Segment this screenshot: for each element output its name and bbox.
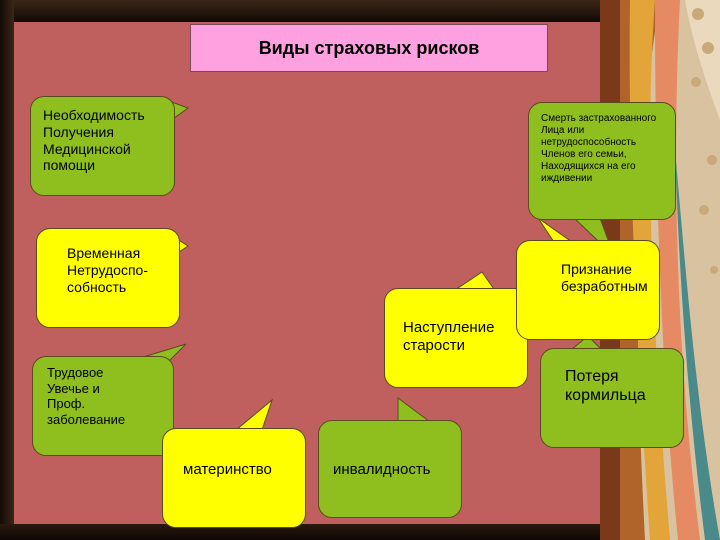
bubble-unemployed: Признание безработным [516,240,660,340]
bubble-temporary-disability-text: Временная Нетрудоспо- собность [67,245,148,295]
bubble-loss-of-breadwinner: Потеря кормильца [540,348,684,448]
bubble-old-age: Наступление старости [384,288,528,388]
bubble-medical-care: Необходимость Получения Медицинской помо… [30,96,175,196]
tail-maternity [234,398,274,431]
bubble-disability-text: инвалидность [333,461,431,478]
frame-bottom [0,524,612,540]
bubble-disability: инвалидность [318,420,462,518]
bubble-work-injury-text: Трудовое Увечье и Проф. заболевание [47,365,126,427]
tail-disability [397,397,432,423]
bubble-loss-of-breadwinner-text: Потеря кормильца [565,368,646,405]
slide-title: Виды страховых рисков [190,24,548,72]
bubble-death-of-insured-text: Смерть застрахованного Лица или нетрудос… [541,113,657,184]
bubble-work-injury: Трудовое Увечье и Проф. заболевание [32,356,174,456]
bubble-medical-care-text: Необходимость Получения Медицинской помо… [43,107,145,174]
tail-unemployed [537,217,574,243]
bubble-maternity: материнство [162,428,306,528]
bubble-old-age-text: Наступление старости [403,319,495,354]
bubble-temporary-disability: Временная Нетрудоспо- собность [36,228,180,328]
bubble-maternity-text: материнство [183,461,272,478]
frame-top [0,0,612,22]
frame-left [0,0,14,540]
bubble-death-of-insured: Смерть застрахованного Лица или нетрудос… [528,102,676,220]
bubble-unemployed-text: Признание безработным [561,261,648,294]
